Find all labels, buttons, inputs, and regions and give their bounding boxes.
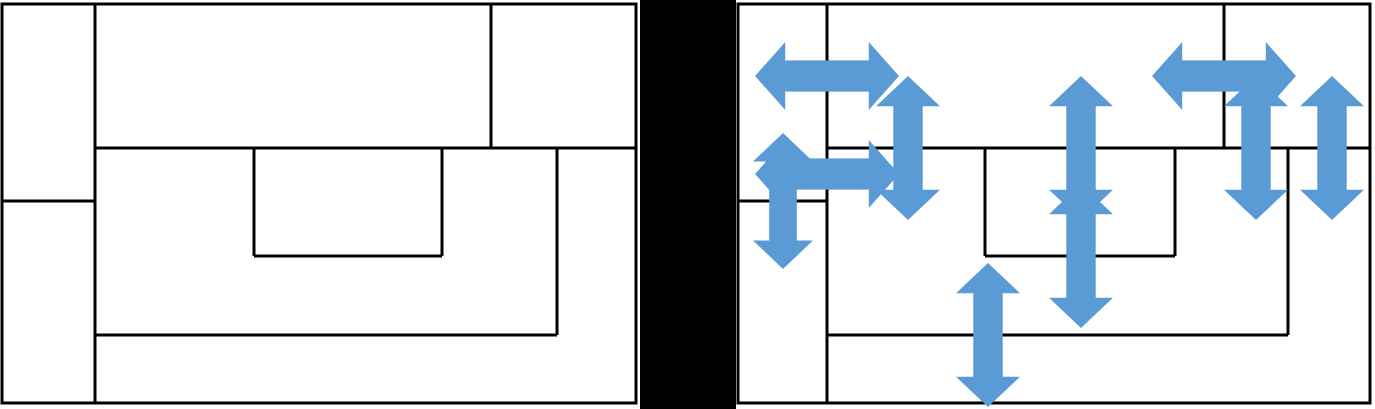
arrow-vertical-upper-room-bottom-edge-left[interactable]: [876, 76, 940, 220]
outer-frame: [736, 2, 1372, 405]
outer-frame: [0, 2, 638, 405]
arrow-vertical-upper-room-bottom-edge-far-right[interactable]: [1300, 76, 1364, 220]
arrow-vertical-inner-room-top-wall[interactable]: [1049, 76, 1113, 220]
arrow-horizontal-lower-left-column[interactable]: [755, 140, 899, 208]
dimension-arrow-layer: [753, 42, 1364, 407]
arrow-horizontal-upper-left-column[interactable]: [755, 42, 899, 110]
arrow-vertical-lower-room-bottom-wall[interactable]: [956, 263, 1020, 407]
arrow-horizontal-upper-right-divider[interactable]: [1152, 42, 1296, 110]
panel-separator-band: [640, 0, 736, 409]
left-panel: [0, 2, 638, 405]
panel-separator-band: [640, 0, 736, 409]
arrow-vertical-upper-room-bottom-edge-right[interactable]: [1224, 76, 1288, 220]
arrow-vertical-inner-room-bottom-wall[interactable]: [1049, 184, 1113, 328]
